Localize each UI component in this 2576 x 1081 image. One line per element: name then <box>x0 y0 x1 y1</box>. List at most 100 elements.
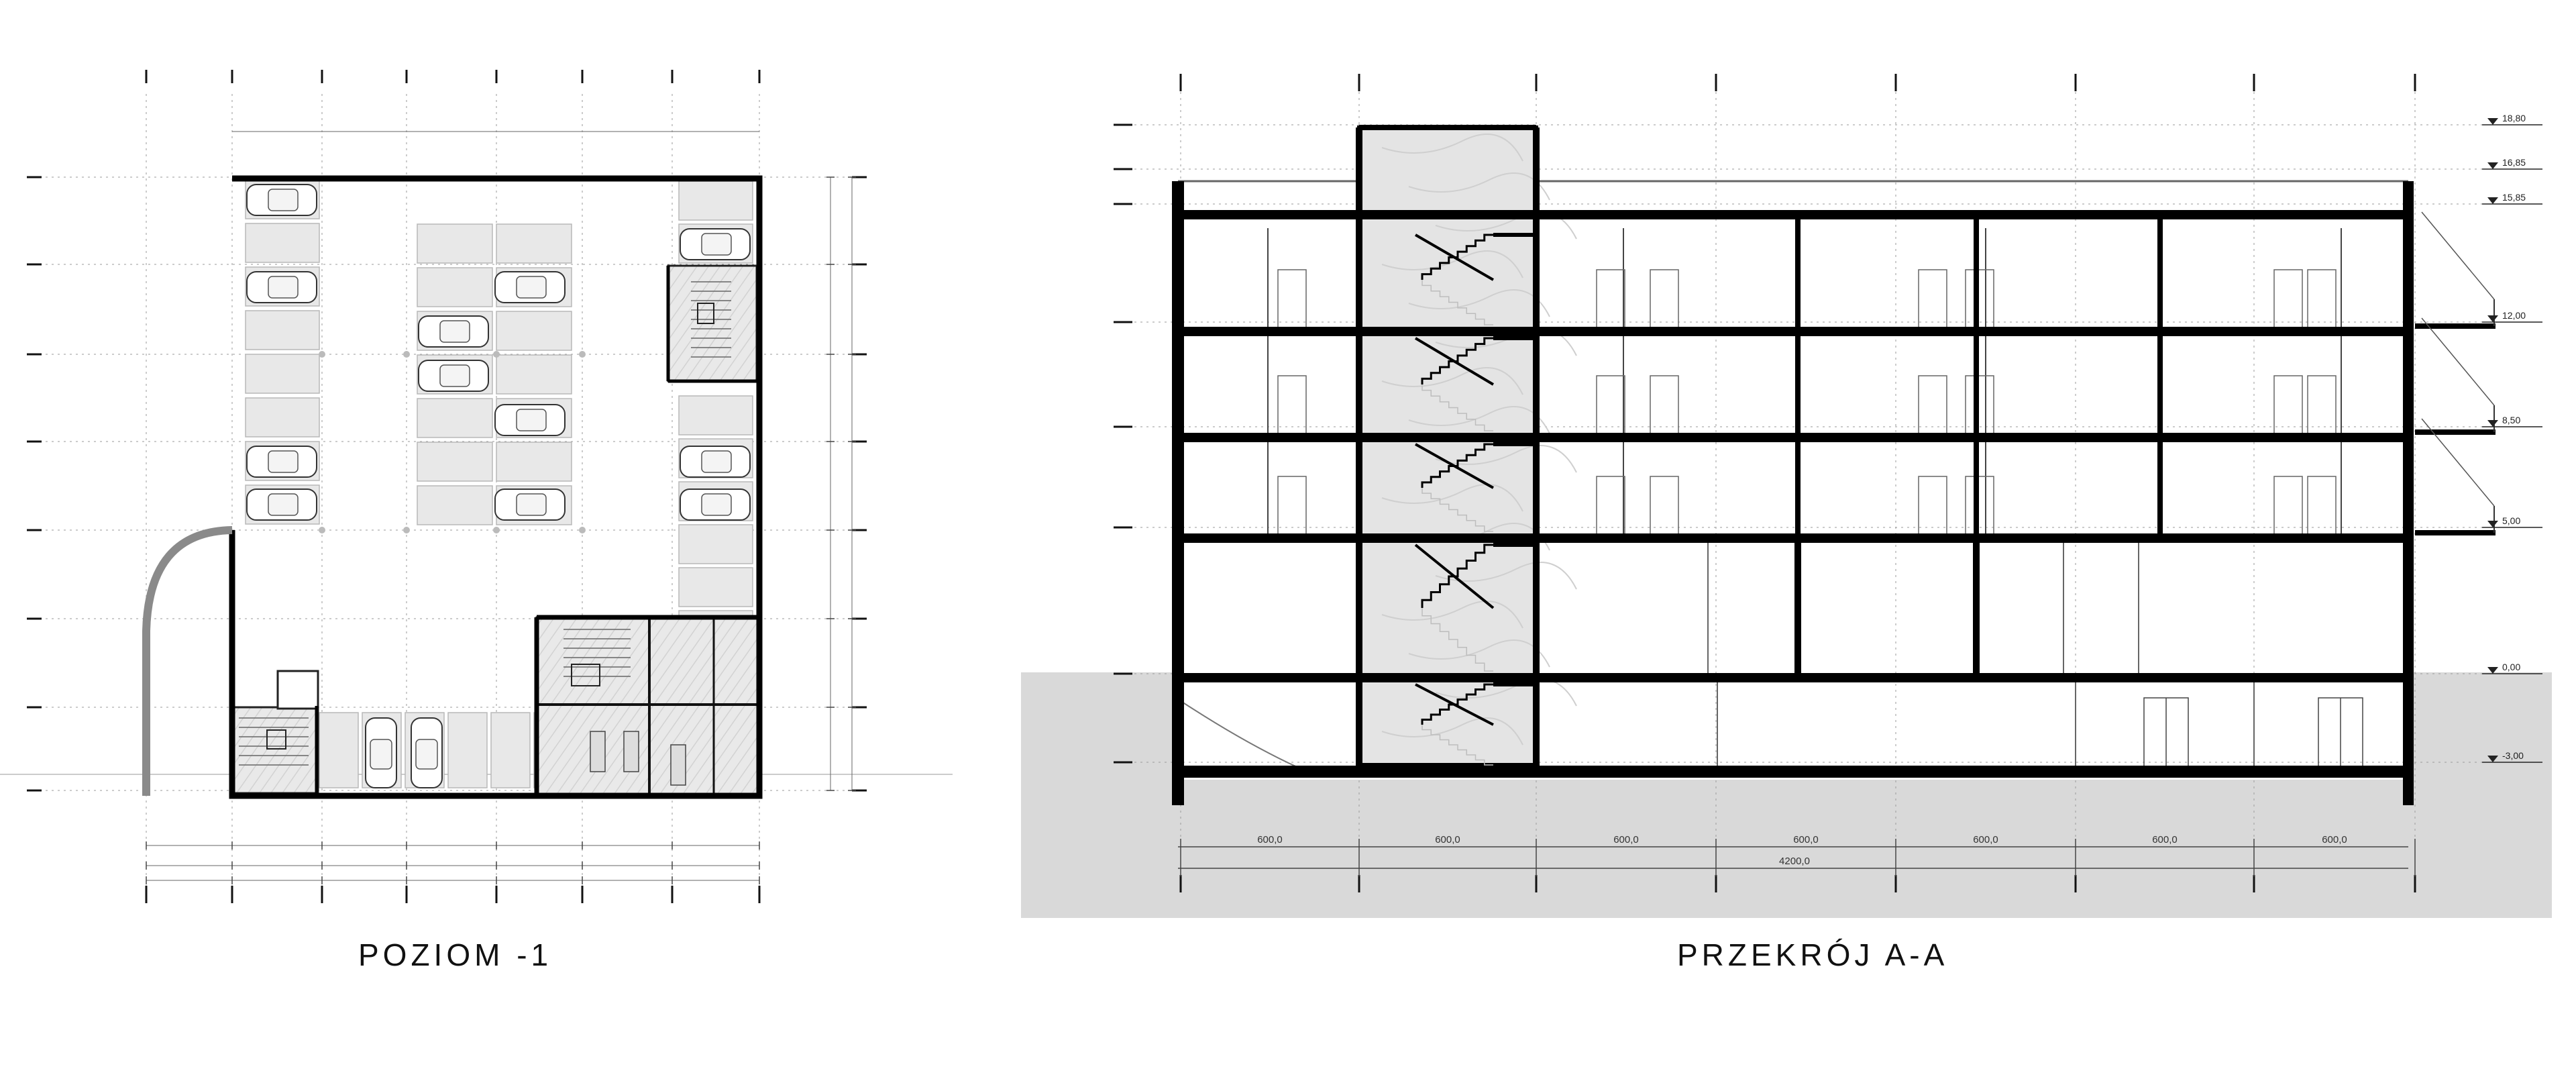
equipment-box <box>590 731 606 772</box>
level-marker: 8,50 <box>2482 415 2542 427</box>
level-label: -3,00 <box>2502 750 2524 761</box>
level-marker: 12,00 <box>2482 310 2542 323</box>
parked-car <box>680 228 751 260</box>
parking-bay <box>490 712 531 788</box>
parked-car <box>365 717 397 788</box>
level-triangle <box>2487 118 2498 125</box>
stair-steps <box>1421 337 1493 384</box>
parking-bay <box>417 398 493 438</box>
door-elevation <box>1918 476 1947 539</box>
plan-parked-cars <box>246 184 751 788</box>
ramp-curve <box>1181 701 1302 770</box>
stair-core-south <box>231 706 319 794</box>
marble-texture <box>1381 250 1523 278</box>
parked-car <box>494 271 566 303</box>
parking-bay <box>678 395 753 435</box>
parking-bay <box>447 712 488 788</box>
level-label: 0,00 <box>2502 662 2520 672</box>
parking-bay <box>496 442 572 482</box>
balcony-glazing <box>2421 211 2495 300</box>
parked-car <box>246 271 317 303</box>
door-elevation <box>1277 476 1307 539</box>
door-elevation <box>2273 375 2303 438</box>
door-elevation <box>1965 476 1994 539</box>
parking-bay <box>245 310 320 350</box>
structural-column <box>579 527 586 533</box>
parked-car <box>680 446 751 478</box>
floor-plan-level-minus-1 <box>0 70 953 903</box>
section-ground-fill <box>1021 672 2552 918</box>
level-marker: -3,00 <box>2482 750 2542 763</box>
door-elevation <box>1965 375 1994 438</box>
bay-dimension-label: 600,0 <box>1435 834 1460 845</box>
level-marker: 16,85 <box>2482 157 2542 170</box>
structural-column <box>493 527 500 533</box>
level-triangle <box>2487 667 2498 674</box>
bay-dimension-label: 600,0 <box>2152 834 2178 845</box>
stair-steps <box>1421 544 1493 608</box>
stair-flight <box>1414 233 1536 325</box>
parking-bay <box>417 485 493 525</box>
stair-steps-hidden <box>1421 280 1493 325</box>
stair-flight <box>1414 336 1536 431</box>
car-roof <box>701 233 732 256</box>
parking-bay <box>245 223 320 263</box>
bay-dimension-label: 600,0 <box>1793 834 1819 845</box>
door-elevation <box>1277 375 1307 438</box>
parked-car <box>418 315 489 348</box>
structural-column <box>403 527 410 533</box>
section-stair-core <box>1357 125 1577 767</box>
level-marker: 18,80 <box>2482 113 2542 125</box>
parked-car <box>411 717 443 788</box>
level-label: 5,00 <box>2502 515 2520 526</box>
section-structure <box>1172 125 2496 805</box>
level-marker: 5,00 <box>2482 515 2542 528</box>
door-elevation <box>2307 375 2337 438</box>
equipment-box <box>623 731 639 772</box>
stair-steps-hidden <box>1421 608 1493 672</box>
car-roof <box>516 409 547 431</box>
total-dimension-label: 4200,0 <box>1779 856 1810 867</box>
stair-stringer <box>1414 234 1495 281</box>
door-elevation <box>2307 476 2337 539</box>
plan-title: POZIOM -1 <box>358 937 553 972</box>
car-roof <box>516 493 547 516</box>
level-triangle <box>2487 162 2498 169</box>
car-roof <box>268 189 299 211</box>
stair-stringer <box>1415 443 1494 489</box>
stair-steps-hidden <box>1421 725 1493 766</box>
stair-landing <box>266 729 286 750</box>
structural-column <box>493 351 500 358</box>
level-label: 8,50 <box>2502 415 2520 425</box>
parking-bay <box>319 712 359 788</box>
parking-bay <box>417 442 493 482</box>
level-label: 16,85 <box>2502 157 2526 168</box>
equipment-box <box>670 744 686 786</box>
bay-dimension-label: 600,0 <box>2322 834 2347 845</box>
stair-flight <box>1415 682 1536 766</box>
door-elevation <box>1918 375 1947 438</box>
stair-vestibule <box>276 670 319 710</box>
car-roof <box>268 450 299 473</box>
stair-steps <box>1421 234 1493 280</box>
structural-column <box>403 351 410 358</box>
door-elevation <box>2273 476 2303 539</box>
parked-car <box>246 184 317 216</box>
stair-steps <box>1421 683 1493 725</box>
parking-bay <box>496 354 572 395</box>
bay-dimension-label: 600,0 <box>1613 834 1639 845</box>
stair-flight <box>1415 442 1536 532</box>
level-label: 12,00 <box>2502 310 2526 321</box>
car-roof <box>370 739 392 770</box>
door-elevation <box>1596 476 1625 539</box>
stair-steps-hidden <box>1421 488 1493 532</box>
parking-bay <box>245 397 320 437</box>
bay-dimension-label: 600,0 <box>1257 834 1283 845</box>
level-triangle <box>2487 756 2498 762</box>
plan-dimension-lines <box>146 131 856 884</box>
marble-texture <box>1435 445 1577 473</box>
parking-bay <box>245 354 320 394</box>
marble-texture <box>1381 134 1523 162</box>
stair-landing <box>697 303 714 324</box>
